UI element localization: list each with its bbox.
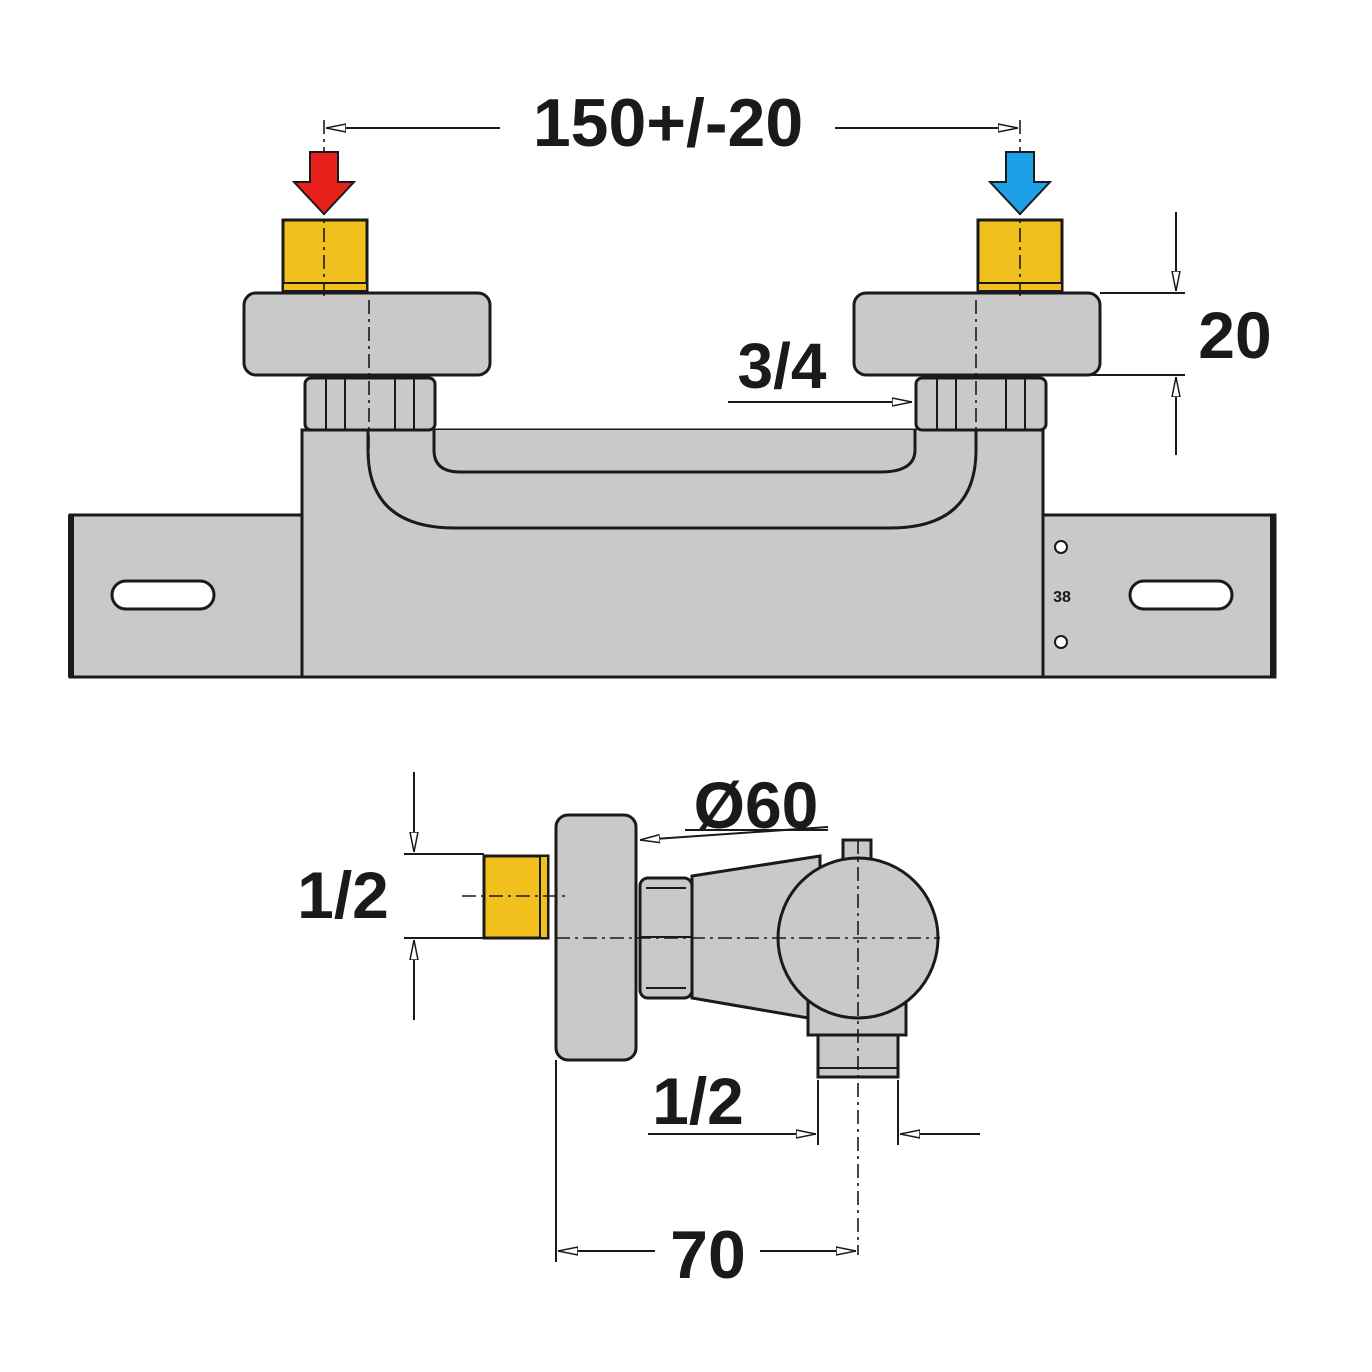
dimension-side-inlet-thread: 1/2: [297, 858, 389, 932]
rosette-right: [852, 291, 1102, 377]
bracket-hole: [1054, 540, 1068, 554]
dimension-rosette-diameter: Ø60: [694, 768, 819, 842]
brass-eccentric-left: [281, 218, 369, 292]
brass-inlet-side: [482, 854, 550, 940]
bracket-hole: [1054, 635, 1068, 649]
red-down-arrow-icon: [291, 151, 357, 216]
dimension-outlet-thread: 1/2: [652, 1064, 744, 1138]
scale-mark: 38: [1053, 589, 1071, 606]
blue-down-arrow-icon: [987, 151, 1053, 216]
rosette-left: [242, 291, 492, 377]
hex-nut-right: [914, 376, 1048, 432]
side-view: Ø60 1/2 1/2 70: [297, 768, 980, 1293]
front-view: 38: [68, 85, 1277, 679]
dimension-inlet-spacing: 150+/-20: [533, 85, 803, 161]
dimension-wall-depth: 70: [670, 1217, 746, 1293]
dimension-inlet-thread: 3/4: [738, 330, 827, 402]
hex-nut-left: [303, 376, 437, 432]
dimension-eccentric-height: 20: [1198, 298, 1271, 372]
mounting-slot-right: [1128, 579, 1234, 611]
mounting-slot-left: [110, 579, 216, 611]
